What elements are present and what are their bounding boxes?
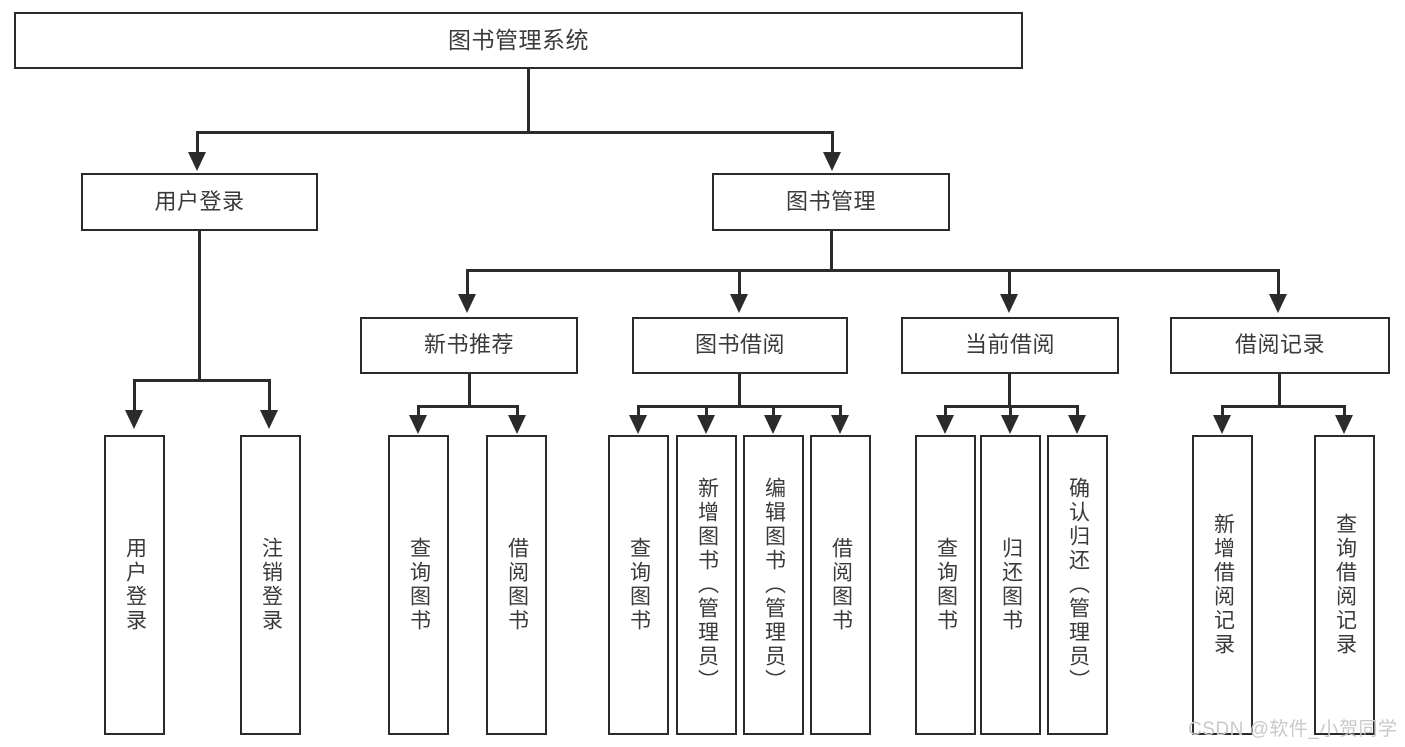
node-label: 注销登录 [259,537,283,633]
node-label: 查询图书 [627,537,651,633]
arrow-br-to-leaf-0 [1213,415,1231,434]
leaf-bb-query-book[interactable]: 查询图书 [608,435,669,735]
edge-bm-to-l3-0 [466,269,469,296]
node-label: 查询图书 [934,537,958,633]
edge-br-to-leaf-0 [1221,405,1224,419]
edge-bm-to-l3-1 [738,269,741,296]
node-book-management[interactable]: 图书管理 [712,173,950,231]
leaf-user-login-logout[interactable]: 注销登录 [240,435,301,735]
arrow-bm-to-l3-3 [1269,294,1287,313]
leaf-cb-confirm-return-admin[interactable]: 确认归还（管理员） [1047,435,1108,735]
node-label: 查询借阅记录 [1333,513,1357,657]
edge-nbr-bus [417,405,519,408]
node-label: 归还图书 [999,537,1023,633]
leaf-cb-query-book[interactable]: 查询图书 [915,435,976,735]
node-new-book-recommend[interactable]: 新书推荐 [360,317,578,374]
edge-nbr-to-leaf-0 [417,405,420,419]
arrow-cb-to-leaf-2 [1068,415,1086,434]
edge-bb-bus [637,405,842,408]
node-label: 新书推荐 [423,332,514,358]
edge-bb-to-leaf-3 [839,405,842,419]
arrow-root-to-user-login [188,152,206,171]
leaf-br-add-record[interactable]: 新增借阅记录 [1192,435,1253,735]
node-label: 借阅记录 [1234,332,1325,358]
edge-user-login-to-leaf-1 [268,379,271,413]
arrow-root-to-book-management [823,152,841,171]
edge-bb-to-leaf-1 [705,405,708,419]
arrow-bb-to-leaf-1 [697,415,715,434]
node-book-borrow[interactable]: 图书借阅 [632,317,848,374]
node-label: 确认归还（管理员） [1066,477,1090,693]
edge-bm-to-l3-3 [1277,269,1280,296]
node-label: 当前借阅 [964,332,1055,358]
edge-bm-to-l3-2 [1008,269,1011,296]
node-label: 新增图书（管理员） [695,477,719,693]
node-label: 查询图书 [407,537,431,633]
edge-root-to-user-login [196,131,199,156]
arrow-user-login-to-leaf-0 [125,410,143,429]
edge-cb-to-leaf-1 [1009,405,1012,419]
edge-user-login-bus [133,379,271,382]
node-current-borrow[interactable]: 当前借阅 [901,317,1119,374]
arrow-nbr-to-leaf-1 [508,415,526,434]
edge-cb-to-leaf-2 [1076,405,1079,419]
arrow-bm-to-l3-0 [458,294,476,313]
node-root-book-management-system[interactable]: 图书管理系统 [14,12,1023,69]
edge-br-stem [1278,374,1281,407]
arrow-br-to-leaf-1 [1335,415,1353,434]
edge-cb-to-leaf-0 [944,405,947,419]
edge-root-stem [527,69,530,132]
node-label: 新增借阅记录 [1211,513,1235,657]
node-label: 借阅图书 [505,537,529,633]
arrow-nbr-to-leaf-0 [409,415,427,434]
arrow-bb-to-leaf-0 [629,415,647,434]
node-label: 图书借阅 [694,332,785,358]
node-user-login[interactable]: 用户登录 [81,173,318,231]
arrow-cb-to-leaf-1 [1001,415,1019,434]
node-label: 图书管理系统 [448,26,589,53]
arrow-bm-to-l3-2 [1000,294,1018,313]
edge-user-login-to-leaf-0 [133,379,136,413]
edge-cb-stem [1008,374,1011,407]
edge-nbr-stem [468,374,471,407]
node-label: 用户登录 [123,537,147,633]
node-label: 借阅图书 [829,537,853,633]
arrow-bb-to-leaf-3 [831,415,849,434]
edge-bb-to-leaf-2 [772,405,775,419]
edge-br-to-leaf-1 [1343,405,1346,419]
arrow-bb-to-leaf-2 [764,415,782,434]
leaf-bb-borrow-book[interactable]: 借阅图书 [810,435,871,735]
leaf-bb-edit-book-admin[interactable]: 编辑图书（管理员） [743,435,804,735]
edge-br-bus [1221,405,1346,408]
node-label: 用户登录 [154,188,245,214]
edge-book-management-bus [466,269,1280,272]
leaf-user-login-login[interactable]: 用户登录 [104,435,165,735]
edge-book-management-stem [830,231,833,271]
leaf-bb-add-book-admin[interactable]: 新增图书（管理员） [676,435,737,735]
leaf-br-query-record[interactable]: 查询借阅记录 [1314,435,1375,735]
leaf-nbr-query-book[interactable]: 查询图书 [388,435,449,735]
edge-root-bus [196,131,834,134]
edge-user-login-stem [198,231,201,381]
csdn-watermark: CSDN @软件_小贺同学 [1188,719,1398,740]
edge-bb-stem [738,374,741,407]
edge-bb-to-leaf-0 [637,405,640,419]
arrow-bm-to-l3-1 [730,294,748,313]
edge-nbr-to-leaf-1 [516,405,519,419]
node-borrow-record[interactable]: 借阅记录 [1170,317,1390,374]
node-label: 图书管理 [785,188,876,214]
leaf-nbr-borrow-book[interactable]: 借阅图书 [486,435,547,735]
leaf-cb-return-book[interactable]: 归还图书 [980,435,1041,735]
arrow-user-login-to-leaf-1 [260,410,278,429]
arrow-cb-to-leaf-0 [936,415,954,434]
edge-root-to-book-management [831,131,834,156]
node-label: 编辑图书（管理员） [762,477,786,693]
